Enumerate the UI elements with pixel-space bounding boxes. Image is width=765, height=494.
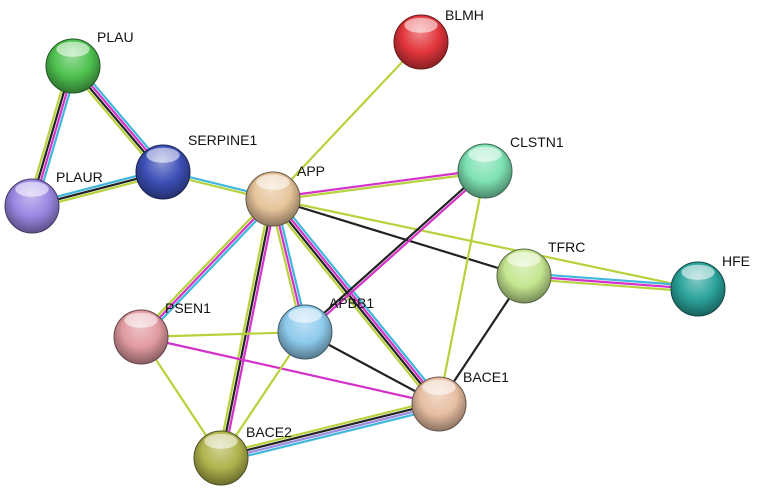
edge-strand-magenta <box>222 198 277 460</box>
edge-strand-magenta <box>139 197 275 339</box>
node-highlight <box>15 181 49 197</box>
edge-strand-magenta <box>272 197 442 405</box>
edge-strand-black <box>270 198 440 406</box>
node-app[interactable] <box>245 171 301 227</box>
edge-app-psen1[interactable] <box>137 195 277 341</box>
edge-blmh-app[interactable] <box>271 40 423 201</box>
node-label-clstn1: CLSTN1 <box>510 134 564 150</box>
edge-bace1-bace2[interactable] <box>218 398 442 464</box>
edge-strand-yellowgreen <box>272 171 487 202</box>
edge-strand-yellowgreen <box>437 169 487 406</box>
edge-strand-magenta <box>304 170 488 335</box>
edge-tfrc-hfe[interactable] <box>522 272 700 293</box>
node-label-tfrc: TFRC <box>548 239 585 255</box>
edge-app-clstn1[interactable] <box>271 168 487 202</box>
edge-strand-magenta <box>522 274 700 291</box>
node-highlight <box>507 251 541 267</box>
edge-strand-black <box>302 168 486 333</box>
edge-app-hfe[interactable] <box>271 197 700 291</box>
edge-strand-yellowgreen <box>217 197 272 459</box>
node-label-bace1: BACE1 <box>463 369 509 385</box>
node-label-serpine1: SERPINE1 <box>188 132 257 148</box>
node-label-app: APP <box>297 163 325 179</box>
node-label-plaur: PLAUR <box>56 169 103 185</box>
node-tfrc[interactable] <box>496 248 552 304</box>
node-label-apbb1: APBB1 <box>329 295 374 311</box>
node-label-plau: PLAU <box>97 29 134 45</box>
edge-strand-cyan <box>141 199 277 341</box>
node-hfe[interactable] <box>670 261 726 317</box>
node-label-bace2: BACE2 <box>246 424 292 440</box>
node-label-hfe: HFE <box>722 253 750 269</box>
edge-strand-cyan <box>220 406 442 464</box>
edge-strand-yellowgreen <box>271 40 423 201</box>
edge-clstn1-bace1[interactable] <box>437 169 487 406</box>
edge-strand-yellowgreen <box>268 200 437 408</box>
node-psen1[interactable] <box>113 309 169 365</box>
edges-layer <box>26 40 700 464</box>
node-plaur[interactable] <box>4 178 60 234</box>
node-highlight <box>288 307 322 323</box>
node-blmh[interactable] <box>393 14 449 70</box>
edge-strand-cyan <box>523 272 700 288</box>
edge-strand-lavender <box>220 404 441 461</box>
node-apbb1[interactable] <box>277 304 333 360</box>
edge-strand-black <box>219 401 440 458</box>
node-highlight <box>124 312 158 328</box>
node-plau[interactable] <box>45 38 101 94</box>
edge-app-bace1[interactable] <box>268 195 444 408</box>
node-highlight <box>204 433 238 449</box>
edge-strand-magenta <box>139 335 441 406</box>
node-serpine1[interactable] <box>135 144 191 200</box>
edge-strand-magenta <box>271 168 486 199</box>
node-highlight <box>146 147 180 163</box>
node-highlight <box>256 174 290 190</box>
node-label-psen1: PSEN1 <box>165 300 211 316</box>
node-highlight <box>681 264 715 280</box>
edge-strand-cyan <box>275 195 444 403</box>
edge-strand-black <box>219 197 275 460</box>
node-label-blmh: BLMH <box>445 7 484 23</box>
edge-strand-yellowgreen <box>218 398 440 456</box>
edge-app-bace2[interactable] <box>217 197 277 460</box>
node-highlight <box>422 379 456 395</box>
edge-strand-yellowgreen <box>137 195 273 337</box>
node-highlight <box>468 146 502 162</box>
edge-strand-black <box>271 197 526 278</box>
nodes-layer <box>4 14 726 486</box>
edge-strand-yellowgreen <box>522 277 699 293</box>
node-bace1[interactable] <box>411 376 467 432</box>
node-highlight <box>404 17 438 33</box>
node-clstn1[interactable] <box>457 143 513 199</box>
edge-clstn1-apbb1[interactable] <box>302 168 488 335</box>
edge-strand-yellowgreen <box>271 197 700 291</box>
node-highlight <box>56 41 90 57</box>
edge-app-tfrc[interactable] <box>271 197 526 278</box>
node-bace2[interactable] <box>193 430 249 486</box>
edge-psen1-bace1[interactable] <box>139 335 441 406</box>
